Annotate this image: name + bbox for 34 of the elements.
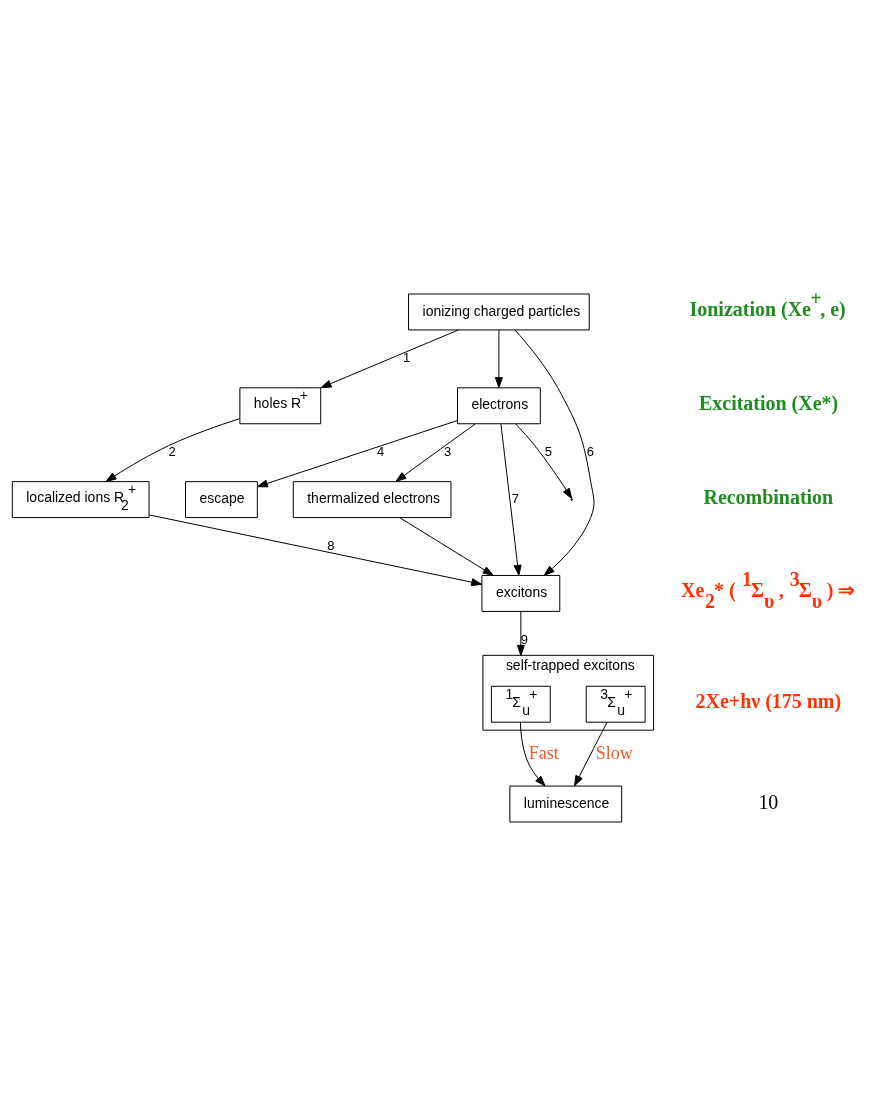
edge-label: 4 xyxy=(377,443,385,459)
edge-label: 6 xyxy=(586,443,594,459)
node-box: excitons xyxy=(481,574,561,612)
arrow xyxy=(148,513,483,586)
arrow xyxy=(516,610,525,656)
node-box: luminescence xyxy=(509,785,623,822)
arrow xyxy=(320,329,459,388)
edge-label: 9 xyxy=(520,631,529,647)
edge-label: 1 xyxy=(403,349,411,365)
label: 2Xe+hν (175 nm) xyxy=(695,689,842,712)
node-box: electrons xyxy=(456,386,541,424)
label: Excitation (Xe*) xyxy=(699,391,839,414)
arrow xyxy=(399,516,494,576)
arrow xyxy=(519,721,546,786)
arrow xyxy=(514,328,595,576)
node-box: thermalized electrons xyxy=(292,480,452,518)
arrow xyxy=(395,422,476,482)
label: 10 xyxy=(758,790,779,813)
arrow xyxy=(574,721,608,786)
edge-label: Slow xyxy=(595,742,633,763)
edge-label: 3 xyxy=(443,443,452,459)
arrow xyxy=(257,419,458,487)
arrow xyxy=(500,422,522,576)
arrow xyxy=(105,417,241,482)
edge-label: 2 xyxy=(168,443,176,459)
node-box: ionizing charged particles xyxy=(408,293,590,330)
label: Recombination xyxy=(703,485,834,508)
node-box: escape xyxy=(185,480,258,518)
edge-label: 8 xyxy=(327,537,335,553)
edge-label: 5 xyxy=(544,443,553,459)
edge-label: 7 xyxy=(511,490,520,506)
arrow xyxy=(494,329,503,388)
arrow xyxy=(515,422,573,499)
edge-label: Fast xyxy=(528,742,559,763)
